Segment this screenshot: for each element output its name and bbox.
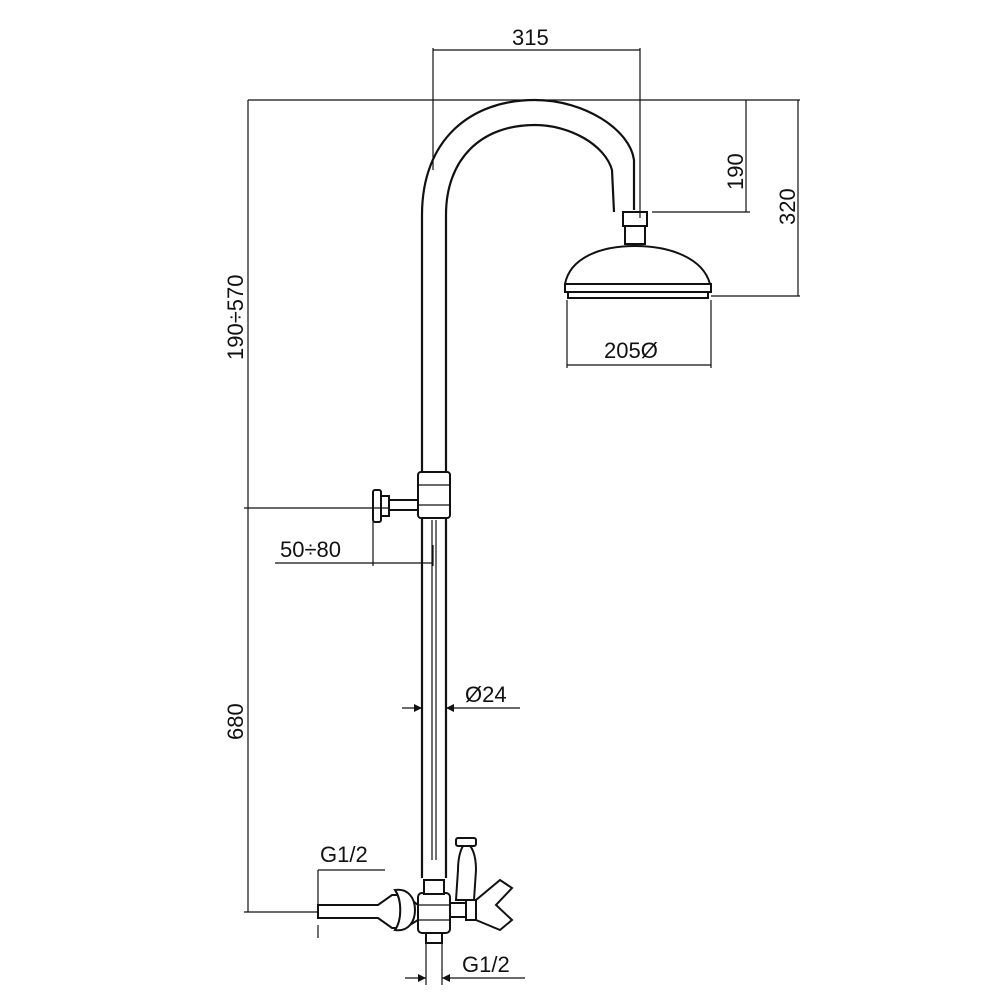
wall-bracket-flange [372, 489, 390, 523]
dimension-head-total: 320 [711, 100, 800, 297]
dimension-head-diameter: 205Ø [566, 300, 712, 368]
dimension-label-g12-bottom: G1/2 [462, 952, 510, 977]
dimension-arm-drop: 190 [248, 99, 800, 213]
dimension-label-205: 205Ø [604, 338, 658, 363]
dimension-label-680: 680 [223, 703, 248, 740]
dimension-pipe-diameter: Ø24 [402, 682, 520, 712]
pipe-bracket [387, 471, 451, 519]
valve-body [417, 879, 451, 944]
dimension-bottom-inlet-thread: G1/2 [405, 943, 525, 985]
wall-inlet-pipe [317, 888, 419, 932]
dimension-adjustable-height: 190÷570 [223, 100, 390, 509]
dimension-arm-reach: 315 [432, 25, 641, 218]
dimension-label-190-570: 190÷570 [223, 275, 248, 361]
riser-pipe [420, 98, 636, 878]
head-connector [622, 211, 648, 245]
shower-head [563, 244, 712, 299]
dimension-label-315: 315 [512, 25, 549, 50]
dimension-label-g12-wall: G1/2 [320, 842, 368, 867]
dimension-valve-height: 680 [223, 508, 318, 913]
valve-handle [449, 837, 514, 932]
dimension-label-320: 320 [775, 188, 800, 225]
dimension-wall-inlet-thread: G1/2 [317, 842, 385, 938]
dimension-label-190: 190 [723, 153, 748, 190]
dimension-bracket-offset: 50÷80 [275, 522, 434, 566]
dimension-label-24: Ø24 [465, 682, 507, 707]
dimension-label-50-80: 50÷80 [280, 537, 341, 562]
